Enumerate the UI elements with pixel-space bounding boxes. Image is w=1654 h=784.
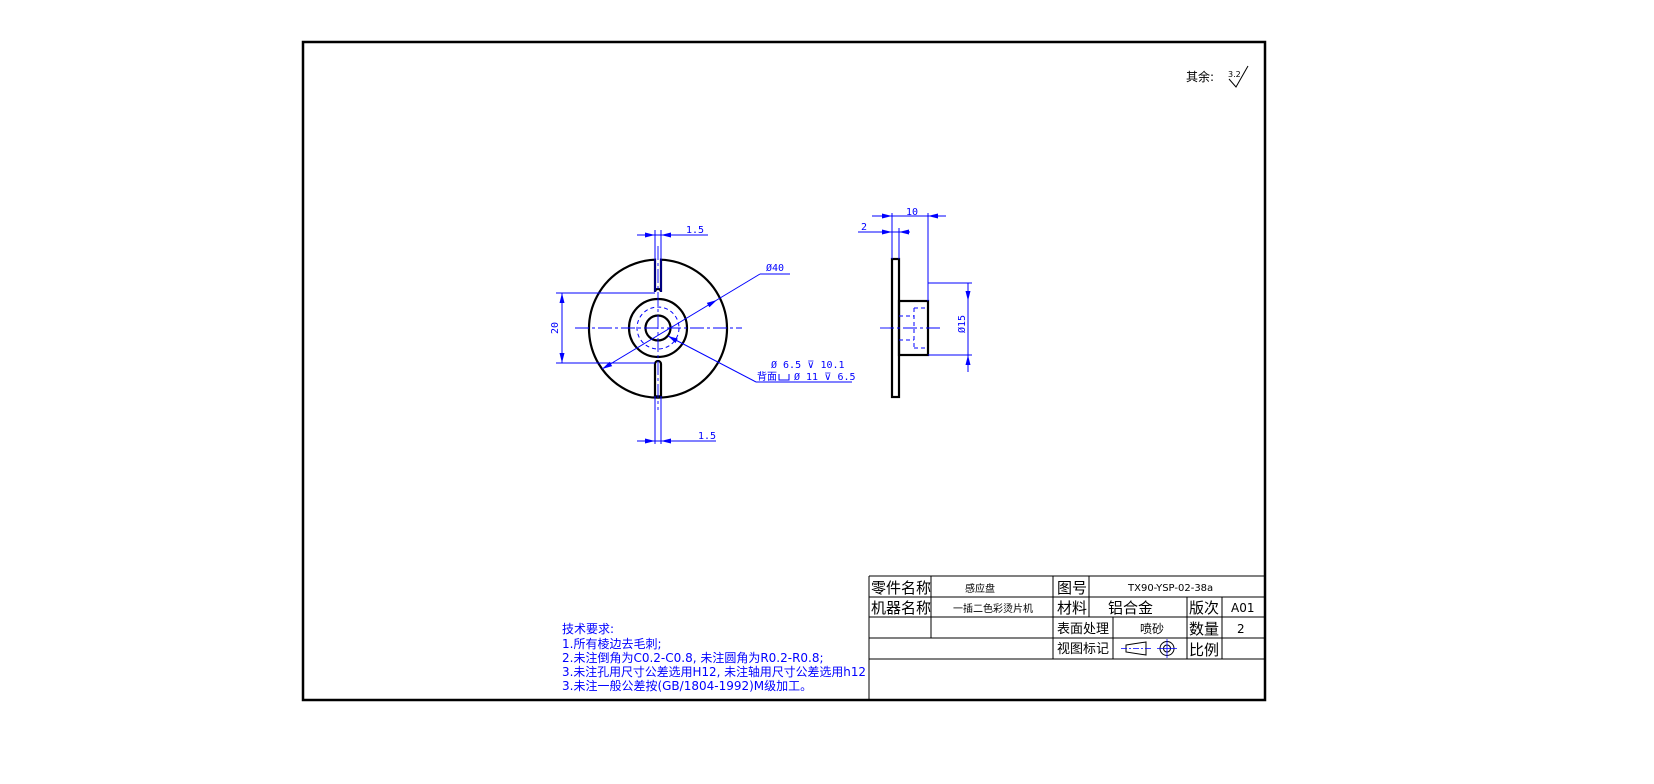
drawing-frame (301, 40, 1267, 702)
hub-dia-label: Ø15 (956, 315, 968, 333)
drawing-no-value: TX90-YSP-02-38a (1127, 583, 1213, 594)
drawing-no-label: 图号 (1057, 579, 1087, 597)
machine-name-label: 机器名称 (871, 599, 931, 617)
height-label: 20 (550, 322, 561, 334)
outer-diameter-label: Ø40 (766, 262, 784, 274)
disc-outline (587, 258, 729, 399)
technical-requirements: 技术要求: 1.所有棱边去毛刺; 2.未注倒角为C0.2-C0.8, 未注圆角为… (562, 622, 866, 693)
material-label: 材料 (1057, 599, 1087, 617)
width-arrow-right (928, 213, 938, 219)
side-view: 10 2 Ø15 (858, 207, 972, 399)
slot-bottom-arrow-right (661, 438, 671, 444)
quantity-value: 2 (1237, 622, 1245, 636)
thickness-label: 2 (861, 222, 867, 233)
quantity-label: 数量 (1189, 620, 1219, 638)
thickness-arrow-left (882, 229, 892, 235)
hole-callout-backside: 背面 (757, 370, 777, 383)
revision-value: A01 (1231, 601, 1254, 615)
width-label: 10 (906, 207, 918, 218)
title-block: 零件名称 感应盘 图号 TX90-YSP-02-38a 机器名称 一插二色彩烫片… (868, 575, 1265, 700)
first-angle-projection-symbol (1121, 639, 1177, 658)
tech-req-item-3: 3.未注孔用尺寸公差选用H12, 未注轴用尺寸公差选用h12 (562, 664, 866, 679)
hole-callout-line2: Ø 11 ⊽ 6.5 (794, 371, 856, 383)
surface-label: 表面处理 (1057, 622, 1109, 637)
part-name-label: 零件名称 (871, 579, 931, 597)
front-view: 1.5 1.5 20 Ø40 Ø 6.5 ⊽ 10.1 背面 Ø 11 ⊽ 6.… (550, 225, 856, 444)
hub-dia-arrow-top (965, 291, 971, 301)
counterbore-symbol (778, 374, 790, 381)
roughness-symbol (1228, 65, 1249, 88)
tech-req-item-1: 1.所有棱边去毛刺; (562, 636, 662, 651)
height-arrow-bottom (559, 353, 565, 363)
part-name-value: 感应盘 (965, 582, 995, 595)
slot-top-arrow-left (645, 232, 655, 238)
hole-callout-leader (667, 335, 757, 383)
scale-label: 比例 (1189, 641, 1219, 659)
outer-diameter-leader (601, 273, 761, 370)
surface-note-label: 其余: (1186, 69, 1214, 84)
hole-callout-line1: Ø 6.5 ⊽ 10.1 (771, 359, 845, 371)
outer-diameter-arrow-1 (602, 361, 613, 369)
machine-name-value: 一插二色彩烫片机 (953, 602, 1033, 615)
outer-diameter-arrow-2 (706, 300, 717, 308)
slot-bottom-label: 1.5 (698, 431, 716, 442)
surface-value: 喷砂 (1140, 622, 1164, 636)
material-value: 铝合金 (1108, 599, 1153, 617)
surface-roughness-note: 其余: 3.2 (1186, 65, 1249, 88)
slot-top-label: 1.5 (686, 225, 704, 236)
revision-label: 版次 (1189, 599, 1219, 617)
tech-req-item-4: 3.未注一般公差按(GB/1804-1992)M级加工。 (562, 678, 812, 693)
hub-dia-arrow-bottom (965, 355, 971, 365)
tech-req-item-2: 2.未注倒角为C0.2-C0.8, 未注圆角为R0.2-R0.8; (562, 650, 824, 665)
roughness-value: 3.2 (1228, 70, 1241, 79)
slot-top-arrow-right (661, 232, 671, 238)
height-arrow-top (559, 293, 565, 303)
thickness-arrow-right (899, 229, 909, 235)
hole-callout-arrow (668, 336, 678, 344)
slot-bottom-arrow-left (645, 438, 655, 444)
width-arrow-left (882, 213, 892, 219)
tech-req-title: 技术要求: (562, 622, 614, 636)
view-mark-label: 视图标记 (1057, 642, 1109, 657)
